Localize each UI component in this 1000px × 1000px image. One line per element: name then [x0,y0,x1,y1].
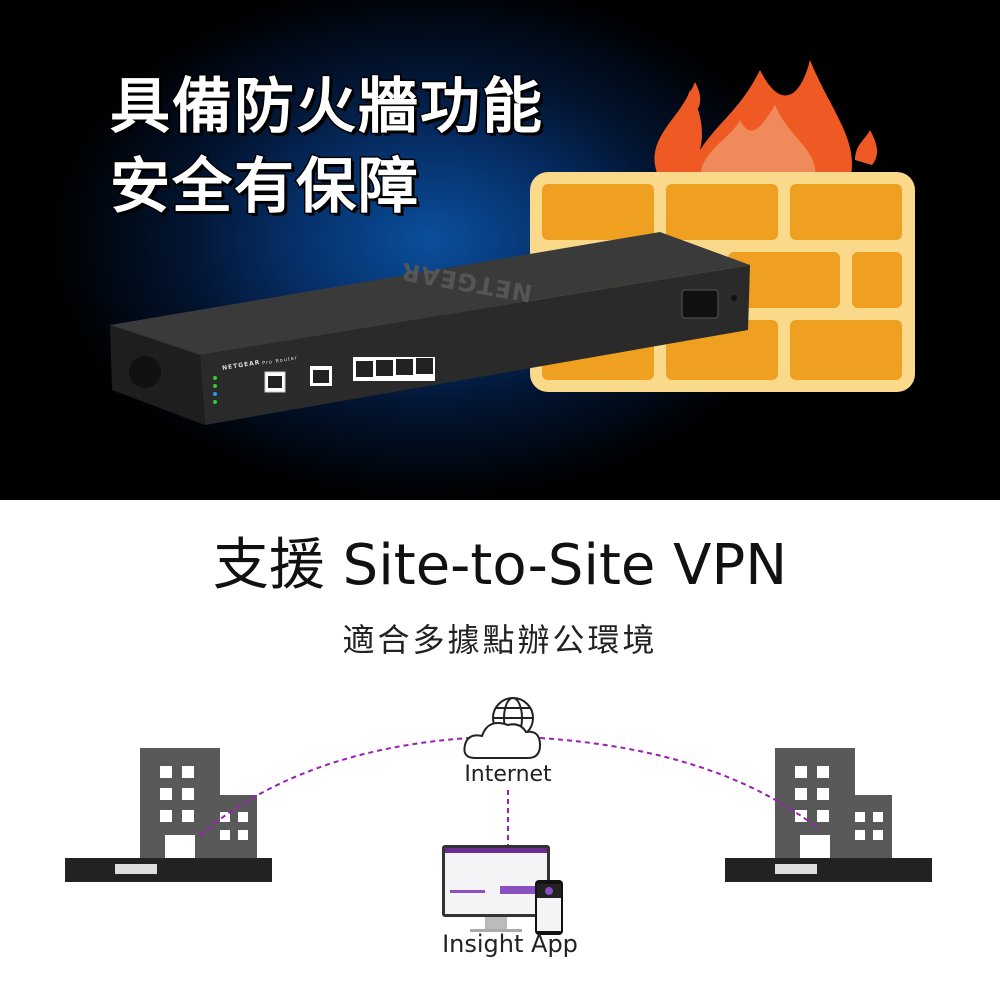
firewall-illustration [110,60,915,425]
building-icon-right [775,748,892,860]
insight-app-label: Insight App [442,930,578,958]
flame-icon [654,60,878,180]
vpn-subtitle: 適合多據點辦公環境 [342,621,658,659]
insight-monitor-icon [442,845,550,932]
vpn-title: 支援 Site-to-Site VPN [212,533,788,598]
insight-phone-icon [535,880,563,935]
small-router-right [725,858,932,882]
router-device [110,232,750,425]
small-router-left [65,858,272,882]
headline-line-1: 具備防火牆功能 [109,71,544,144]
headline-line-2: 安全有保障 [109,151,420,224]
building-icon-left [140,748,257,860]
firewall-hero-banner: 具備防火牆功能 安全有保障 NETGEAR NETGEAR Pro Router [0,0,1000,500]
internet-label: Internet [464,762,552,787]
cloud-globe-icon [463,697,542,759]
vpn-tunnel-lines [199,737,821,845]
